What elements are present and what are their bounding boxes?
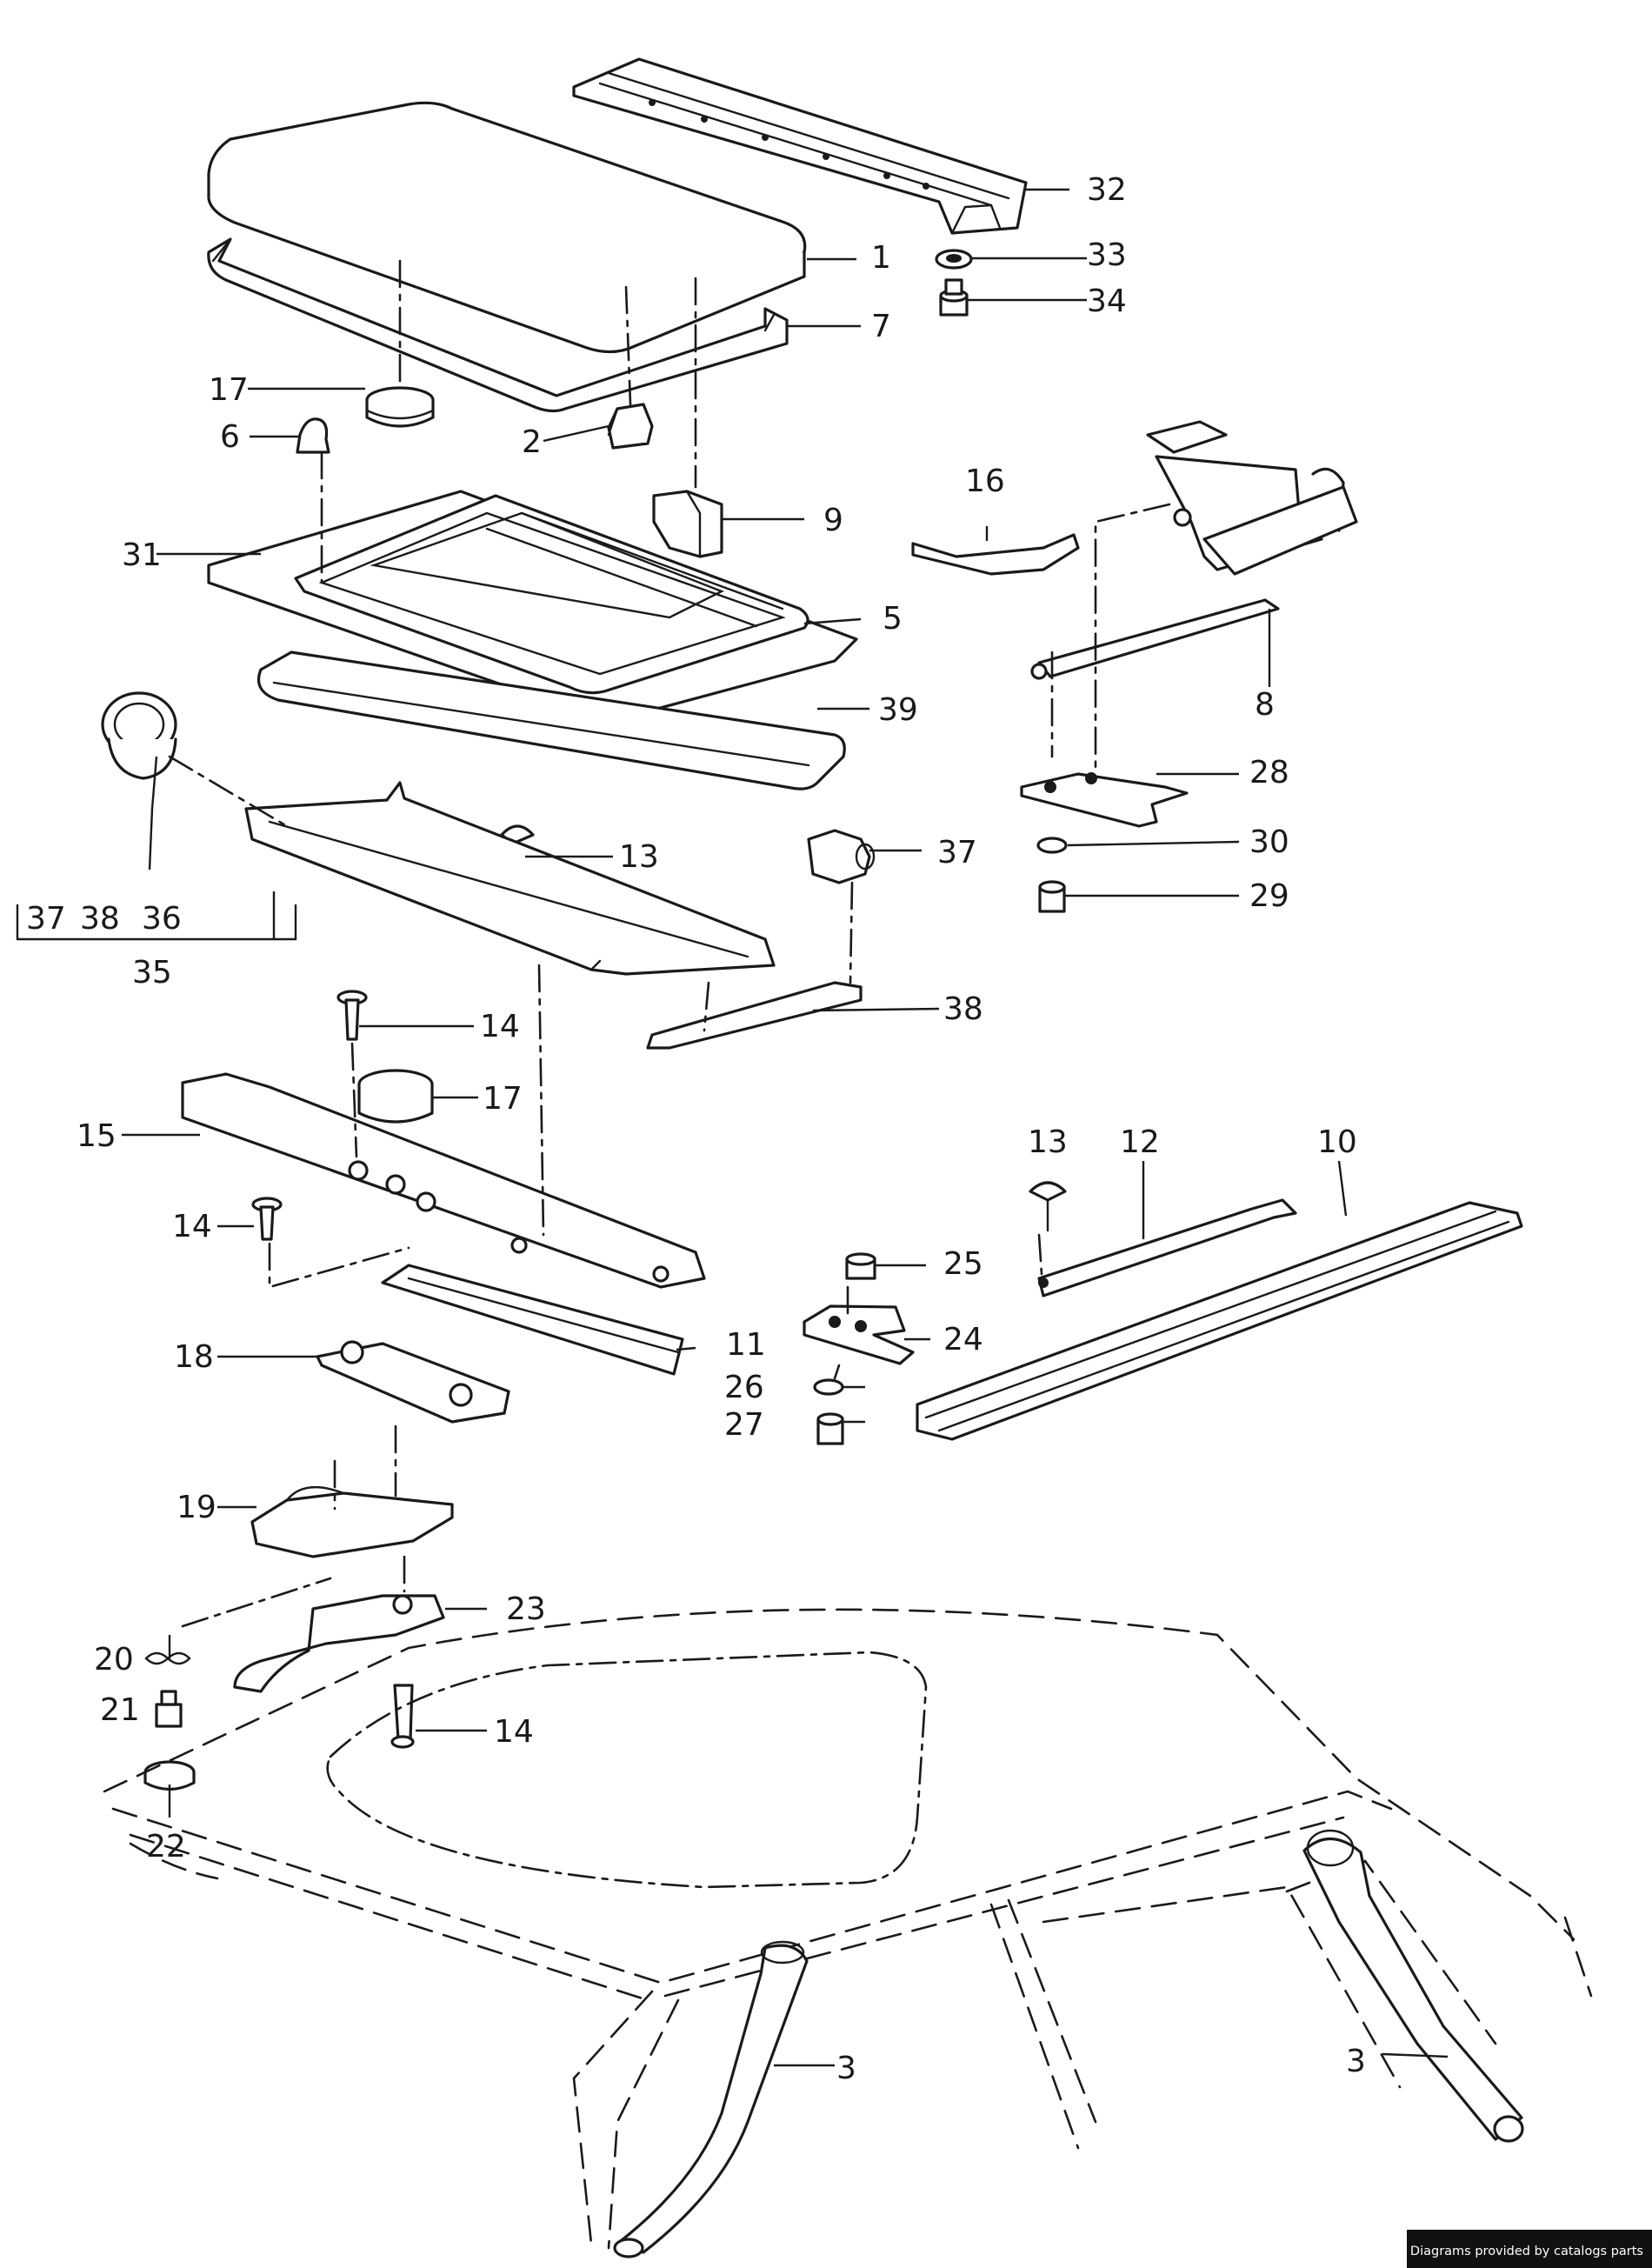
part-16-bracket: [911, 533, 1080, 576]
callout-12: 12: [1120, 1124, 1160, 1160]
part-25-bolt: [845, 1252, 876, 1280]
part-13-screw-lower: [1029, 1181, 1067, 1232]
callout-13-upper: 13: [619, 839, 659, 875]
assembly-centerlines: [168, 259, 1171, 1628]
part-39-seal: [256, 650, 846, 790]
part-36-knob: [101, 691, 177, 780]
part-18-latch: [316, 1340, 510, 1424]
callout-26: 26: [724, 1370, 764, 1405]
callout-37-group: 37: [26, 901, 66, 937]
part-37-cap: [807, 829, 876, 884]
part-23-handle: [233, 1594, 445, 1693]
callout-33: 33: [1087, 237, 1127, 273]
callout-36-upper: 36: [142, 901, 182, 937]
callout-16: 16: [965, 464, 1005, 499]
part-2-clip: [607, 403, 654, 450]
callout-8: 8: [1255, 687, 1275, 723]
callout-18: 18: [174, 1339, 214, 1375]
callout-24: 24: [943, 1322, 983, 1357]
callout-35: 35: [132, 955, 172, 991]
part-5-frame: [294, 494, 809, 695]
part-35-housing: [244, 781, 776, 976]
part-38-lever: [646, 981, 863, 1050]
part-32-guide-rail: [572, 57, 1028, 235]
callout-13-lower: 13: [1028, 1124, 1068, 1160]
part-14-screw-middle: [251, 1197, 283, 1241]
callout-31: 31: [122, 537, 162, 573]
credit-text: Diagrams provided by catalogs parts: [1409, 2245, 1643, 2258]
callout-11: 11: [726, 1327, 766, 1363]
part-6-clip: [296, 417, 330, 454]
callout-39: 39: [878, 692, 918, 728]
part-3-drain-hose-left: [613, 1940, 809, 2258]
callout-1: 1: [871, 240, 891, 276]
part-29-bolt: [1038, 880, 1066, 913]
part-24-plate: [803, 1304, 915, 1365]
callout-38-group: 38: [80, 901, 120, 937]
callout-5: 5: [883, 601, 903, 637]
part-20-spring: [144, 1651, 191, 1665]
part-17-bumper-upper: [365, 386, 435, 428]
part-17-bumper-lower: [357, 1069, 434, 1124]
callout-30: 30: [1249, 824, 1289, 860]
callout-20: 20: [94, 1642, 134, 1678]
callout-27: 27: [724, 1407, 764, 1443]
callout-9: 9: [823, 503, 843, 538]
callout-23: 23: [506, 1591, 546, 1627]
part-26-washer: [813, 1378, 844, 1396]
callout-28: 28: [1249, 755, 1289, 790]
callout-25: 25: [943, 1246, 983, 1282]
part-34-bolt: [939, 278, 969, 317]
part-7-seal-frame: [207, 237, 789, 413]
part-19-cover: [250, 1485, 454, 1558]
callout-37-right: 37: [937, 835, 977, 871]
callout-3-right: 3: [1346, 2044, 1366, 2079]
part-33-washer: [935, 249, 973, 270]
part-1-sunroof-panel: [207, 101, 807, 354]
part-9-block: [652, 490, 723, 558]
callout-17-upper: 17: [209, 372, 249, 408]
callout-17-lower: 17: [483, 1081, 523, 1117]
part-27-bolt: [816, 1412, 844, 1445]
callout-labels: 1 2 3 3 5 6 7 8 9 10 11 12 13 13 14 14 1…: [26, 172, 1366, 2086]
callout-34: 34: [1087, 284, 1127, 319]
callout-19: 19: [177, 1490, 216, 1525]
callout-32: 32: [1087, 172, 1127, 208]
part-15-guide-plate: [181, 1072, 706, 1289]
part-30-washer: [1036, 837, 1068, 854]
part-12-rail: [1037, 1198, 1297, 1297]
callout-38-right: 38: [943, 991, 983, 1027]
callout-22: 22: [146, 1829, 186, 1864]
callout-15: 15: [77, 1118, 117, 1154]
part-14-screw-upper: [336, 990, 368, 1041]
leader-lines: [16, 188, 1449, 2067]
callout-14-middle: 14: [172, 1209, 212, 1244]
callout-29: 29: [1249, 878, 1289, 914]
part-14-screw-lower: [390, 1684, 415, 1749]
vehicle-roof-outline: [103, 1608, 1593, 2250]
callout-7: 7: [871, 309, 891, 344]
part-10-long-rail: [916, 1201, 1523, 1441]
callout-6: 6: [220, 419, 240, 455]
part-21-pin: [155, 1690, 183, 1728]
callout-21: 21: [100, 1692, 140, 1728]
callout-14-lower: 14: [494, 1714, 534, 1750]
part-11-strip: [381, 1264, 684, 1376]
callout-10: 10: [1317, 1124, 1357, 1160]
callout-14-upper: 14: [480, 1009, 520, 1044]
callout-2: 2: [522, 424, 542, 460]
part-8-drive-mechanism: [1030, 420, 1358, 680]
callout-3-left: 3: [836, 2051, 856, 2086]
part-3-drain-hose-right: [1302, 1829, 1524, 2143]
credit-badge: Diagrams provided by catalogs parts: [1407, 2230, 1652, 2268]
part-28-plate: [1020, 772, 1189, 828]
